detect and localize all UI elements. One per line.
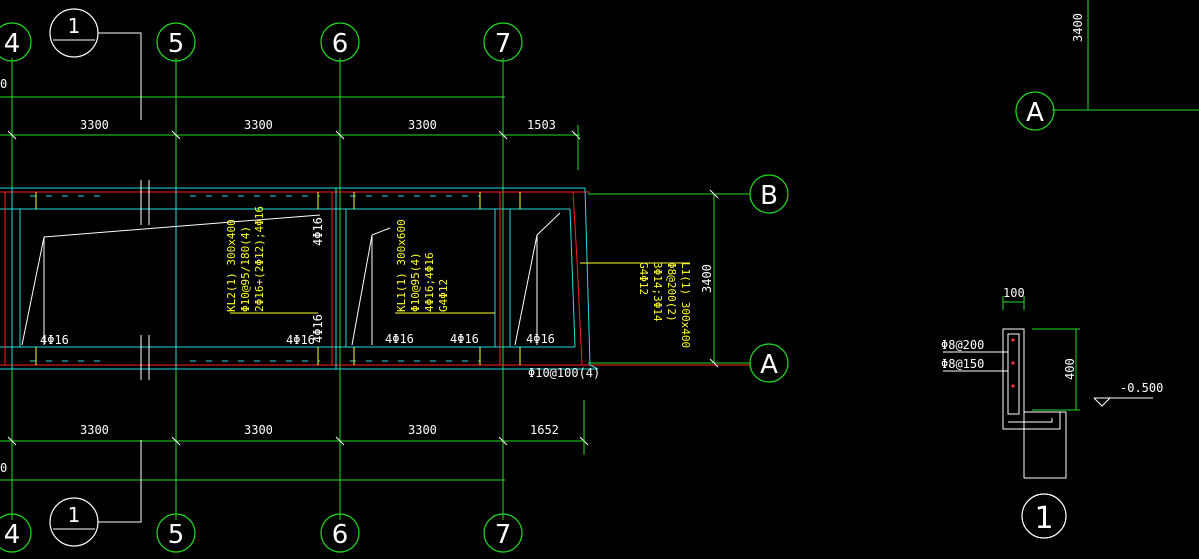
kl2-line-1: KL2(1) 300x400	[225, 219, 238, 312]
axis-label-5-top: 5	[168, 29, 185, 59]
section-detail-mark[interactable]: 1	[1021, 493, 1067, 539]
axis-label-5-bottom: 5	[168, 520, 185, 550]
right-dim-group: 3400	[700, 264, 714, 293]
axis-label-6-bottom: 6	[332, 520, 349, 550]
section-detail	[943, 296, 1153, 479]
top-dim-span-1: 3300	[80, 118, 109, 132]
rebar-label-4: 4Φ16	[450, 332, 479, 346]
right-dimension	[709, 189, 719, 368]
top-dimension-chain	[0, 96, 581, 170]
axis-bubble-4-top[interactable]: 4	[0, 22, 32, 62]
kl2-annotation: KL2(1) 300x400 Φ10@95/180(4) 2Φ16+(2Φ12)…	[225, 206, 266, 312]
rebar-label-2: 4Φ16	[286, 333, 315, 347]
axis-label-4-top: 4	[4, 29, 21, 59]
l1-line-2: Φ8@200(2)	[665, 262, 678, 322]
rebar-label-1: 4Φ16	[40, 333, 69, 347]
axis-bubble-7-bottom[interactable]: 7	[483, 513, 523, 553]
kl1-line-1: KL1(1) 300x600	[395, 219, 408, 312]
l1-line-3: 3Φ14;3Φ14	[651, 262, 664, 322]
top-right-dim-group: 3400	[1071, 13, 1085, 42]
axis-label-7-bottom: 7	[495, 520, 512, 550]
axis-bubble-a-right[interactable]: A	[1015, 91, 1055, 131]
rebar-label-3: 4Φ16	[385, 332, 414, 346]
axis-bubble-4-bottom[interactable]: 4	[0, 513, 32, 553]
kl1-annotation: KL1(1) 300x600 Φ10@95(4) 4Φ16;4Φ16 G4Φ12	[395, 219, 450, 312]
axis-bubble-a[interactable]: A	[749, 343, 789, 383]
section-cut-lines	[98, 32, 142, 523]
kl1-line-4: G4Φ12	[437, 279, 450, 312]
l1-line-4: G4Φ12	[637, 262, 650, 295]
axis-bubble-6-bottom[interactable]: 6	[320, 513, 360, 553]
rebar-label-rot-2: 4Φ16	[311, 314, 325, 343]
axis-label-b: B	[760, 181, 778, 211]
section-mark-top[interactable]: 1	[49, 8, 99, 58]
beam-plan	[0, 180, 750, 380]
rebar-rot-2-group: 4Φ16	[311, 314, 325, 343]
axis-label-6-top: 6	[332, 29, 349, 59]
detail-elevation: -0.500	[1120, 381, 1163, 395]
detail-width-label: 100	[1003, 286, 1025, 300]
detail-rebar-1: Φ8@200	[941, 338, 984, 352]
kl1-line-2: Φ10@95(4)	[409, 252, 422, 312]
section-mark-bottom-label: 1	[68, 503, 81, 527]
axis-bubble-7-top[interactable]: 7	[483, 22, 523, 62]
l1-line-1: L1(1) 300x400	[679, 262, 692, 348]
top-right-dim-text: 3400	[1071, 13, 1085, 42]
axis-label-a-right: A	[1026, 98, 1044, 128]
bottom-dim-span-1: 3300	[80, 423, 109, 437]
detail-height-label: 400	[1063, 358, 1077, 380]
bottom-dim-span-2: 3300	[244, 423, 273, 437]
l1-annotation: L1(1) 300x400 Φ8@200(2) 3Φ14;3Φ14 G4Φ12	[637, 262, 692, 348]
right-dimension-text: 3400	[700, 264, 714, 293]
axis-label-a: A	[760, 350, 778, 380]
section-mark-top-label: 1	[68, 14, 81, 38]
bottom-dimension-chain	[0, 400, 589, 481]
detail-height-group: 400	[1063, 358, 1077, 380]
axis-bubble-5-bottom[interactable]: 5	[156, 513, 196, 553]
kl1-line-3: 4Φ16;4Φ16	[423, 252, 436, 312]
axis-label-7-top: 7	[495, 29, 512, 59]
top-dim-span-3: 3300	[408, 118, 437, 132]
detail-rebar-2: Φ8@150	[941, 357, 984, 371]
rebar-rot-1-group: 4Φ16	[311, 217, 325, 246]
rebar-label-5: 4Φ16	[526, 332, 555, 346]
left-dim-partial-top: 0	[0, 77, 7, 91]
bottom-dim-span-3: 3300	[408, 423, 437, 437]
axis-bubble-5-top[interactable]: 5	[156, 22, 196, 62]
axis-bubble-b[interactable]: B	[749, 174, 789, 214]
kl2-line-3: 2Φ16+(2Φ12);4Φ16	[253, 206, 266, 312]
top-right-elevation	[1052, 0, 1199, 111]
top-dim-span-4: 1503	[527, 118, 556, 132]
horizontal-grid-lines	[588, 193, 750, 364]
kl2-line-2: Φ10@95/180(4)	[239, 226, 252, 312]
section-detail-mark-label: 1	[1034, 501, 1053, 536]
axis-bubble-6-top[interactable]: 6	[320, 22, 360, 62]
section-mark-bottom[interactable]: 1	[49, 497, 99, 547]
axis-label-4-bottom: 4	[4, 520, 21, 550]
left-dim-partial-bottom: 0	[0, 461, 7, 475]
rebar-label-rot-1: 4Φ16	[311, 217, 325, 246]
top-dim-span-2: 3300	[244, 118, 273, 132]
stirrup-note: Φ10@100(4)	[528, 366, 600, 380]
bottom-dim-span-4: 1652	[530, 423, 559, 437]
